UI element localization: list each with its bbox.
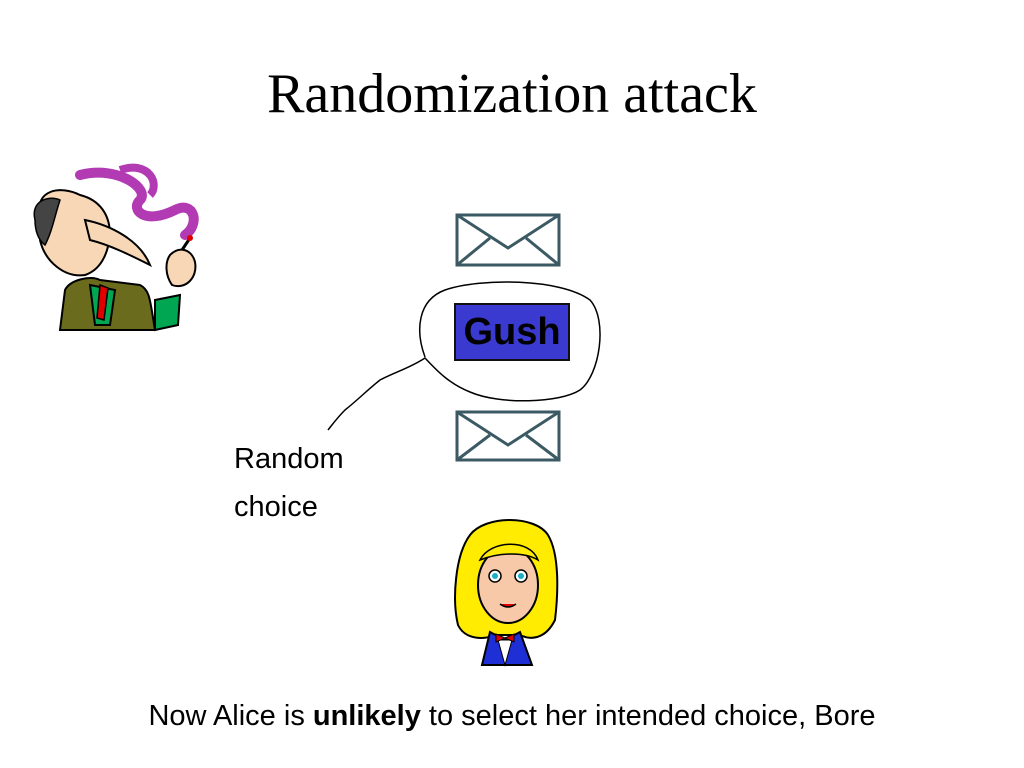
envelope-icon [455,213,561,267]
caption-text-start: Now Alice is [148,700,313,732]
random-label-line1: Random [234,443,344,475]
caption-emphasis: unlikely [312,700,421,732]
alice-clipart [454,519,559,667]
slide-caption: Now Alice is unlikely to select her inte… [0,700,1024,733]
attacker-clipart [33,163,199,332]
envelope-icon [455,410,561,462]
speech-bubble [327,281,601,431]
slide-title: Randomization attack [267,63,757,125]
ballot-choice-box: Gush [454,303,570,361]
random-label-line2: choice [234,491,318,523]
caption-text-end: to select her intended choice, Bore [420,700,876,732]
